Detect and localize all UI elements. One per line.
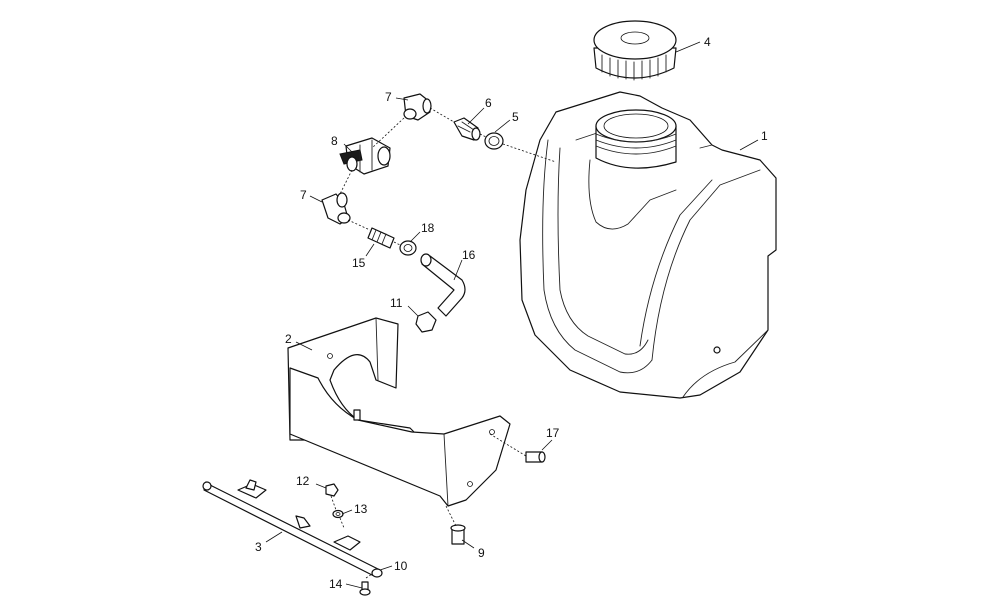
assembly-centerlines [330, 107, 557, 579]
callout-1: 1 [761, 129, 768, 143]
o-ring-part [484, 132, 504, 150]
callout-14: 14 [329, 577, 343, 591]
callout-2: 2 [285, 332, 292, 346]
callout-7-lower: 7 [300, 188, 307, 202]
callout-9: 9 [478, 546, 485, 560]
threaded-fitting-part [453, 117, 481, 141]
nut-part [415, 311, 437, 333]
callout-13: 13 [354, 502, 368, 516]
leader-lines [265, 41, 759, 589]
bolt-part [525, 451, 546, 463]
callout-18: 18 [421, 221, 435, 235]
washer-nut-12-part [325, 483, 339, 497]
bottom-bolt-part [450, 524, 466, 545]
callout-16: 16 [462, 248, 476, 262]
callout-17: 17 [546, 426, 560, 440]
callout-4: 4 [704, 35, 711, 49]
screw-14-part [359, 581, 371, 596]
callout-8: 8 [331, 134, 338, 148]
mounting-bar-part [202, 479, 383, 578]
callout-labels: 4 1 5 6 7 8 7 18 15 16 11 2 17 12 13 3 9… [255, 35, 768, 591]
callout-6: 6 [485, 96, 492, 110]
hose-clamp-part [399, 240, 417, 256]
callout-3: 3 [255, 540, 262, 554]
hose-barb-part [367, 227, 395, 249]
callout-15: 15 [352, 256, 366, 270]
callout-11: 11 [390, 296, 403, 310]
callout-12: 12 [296, 474, 310, 488]
tank-part [519, 91, 777, 399]
callout-5: 5 [512, 110, 519, 124]
callout-7-upper: 7 [385, 90, 392, 104]
washer-13-part [332, 509, 344, 519]
elbow-fitting-upper-part [403, 93, 432, 121]
elbow-fitting-lower-part [321, 192, 351, 225]
bracket-part [287, 317, 511, 507]
hose-part [420, 253, 466, 317]
ball-valve-part [339, 137, 391, 175]
tank-cap-part [593, 20, 677, 81]
callout-10: 10 [394, 559, 408, 573]
